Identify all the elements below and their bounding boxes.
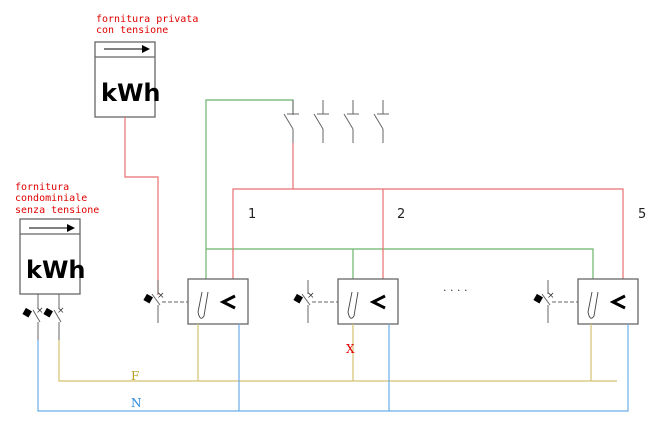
- svg-text:×: ×: [36, 306, 44, 316]
- selector-switches: [283, 100, 389, 143]
- arrow-right-icon: [29, 224, 75, 232]
- circuit-label-1: 1: [248, 207, 256, 222]
- condo-breaker-n[interactable]: ×: [22, 294, 44, 340]
- live-bus: [232, 188, 624, 279]
- condo-breaker-f[interactable]: ×: [43, 294, 65, 340]
- voltage-icon: [347, 291, 359, 319]
- voltage-icon: [197, 291, 209, 319]
- private-supply-wire: [124, 117, 159, 295]
- meter-condo-caption-line1: fornitura: [15, 182, 69, 193]
- breaker-2[interactable]: ×: [293, 280, 338, 323]
- circuit-label-5: 5: [638, 207, 646, 222]
- control-wire: [205, 99, 294, 297]
- svg-text:×: ×: [57, 306, 65, 316]
- fault-mark: X: [346, 342, 355, 356]
- ellipsis: · · · ·: [443, 284, 467, 297]
- relay-device-5: [577, 278, 639, 325]
- meter-condo: fornitura condominiale senza tensione kW…: [15, 182, 99, 295]
- meter-condo-box: [19, 218, 81, 295]
- meter-private-caption-line2: con tensione: [96, 25, 168, 36]
- less-than-icon: [369, 294, 386, 310]
- meter-private-unit: kWh: [101, 79, 161, 107]
- breaker-1[interactable]: ×: [143, 280, 188, 323]
- relay-device-2: [337, 278, 399, 325]
- less-than-icon: [609, 294, 626, 310]
- voltage-icon: [587, 291, 599, 319]
- meter-condo-unit: kWh: [26, 256, 86, 284]
- breaker-5[interactable]: ×: [533, 280, 578, 323]
- less-than-icon: [219, 294, 236, 310]
- circuit-label-2: 2: [397, 207, 405, 222]
- svg-text:×: ×: [157, 291, 165, 301]
- neutral-bus: [37, 324, 629, 412]
- control-bus: [206, 248, 594, 279]
- relay-device-1: [187, 278, 249, 325]
- neutral-label: N: [131, 396, 142, 410]
- svg-text:×: ×: [307, 291, 315, 301]
- phase-label: F: [131, 369, 139, 383]
- phase-f-bus: [58, 340, 617, 382]
- svg-text:×: ×: [547, 291, 555, 301]
- meter-private-box: [94, 41, 156, 118]
- selector-switch[interactable]: [373, 100, 389, 143]
- selector-switch[interactable]: [343, 100, 359, 143]
- arrow-right-icon: [104, 45, 150, 53]
- meter-private: fornitura privata con tensione kWh: [94, 14, 198, 118]
- selector-switch[interactable]: [313, 100, 329, 143]
- selector-switch[interactable]: [283, 100, 299, 143]
- meter-private-caption-line1: fornitura privata: [96, 14, 198, 25]
- meter-condo-caption-line2: condominiale: [15, 193, 87, 204]
- meter-condo-caption-line3: senza tensione: [15, 205, 99, 216]
